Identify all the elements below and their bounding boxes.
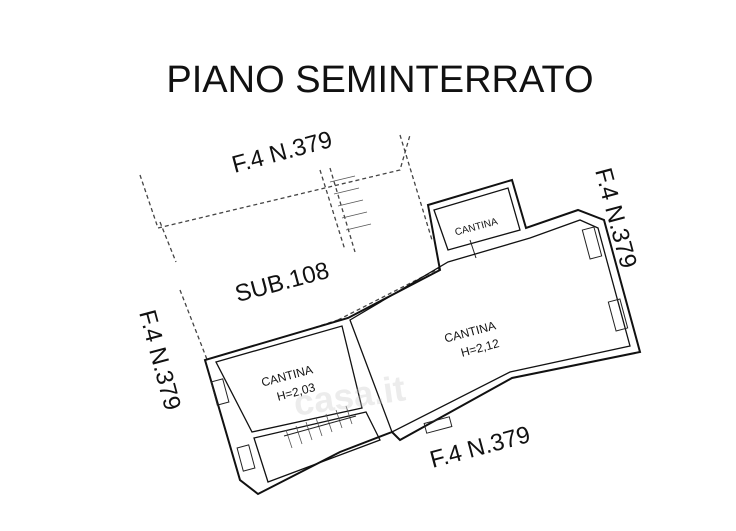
- plan-title: PIANO SEMINTERRATO: [166, 59, 593, 101]
- inner-partitions: [215, 187, 631, 483]
- stair-hatch-lower: [283, 405, 357, 449]
- sub-label: SUB.108: [232, 257, 332, 308]
- building-walls: [203, 178, 642, 496]
- parcel-label-left: F.4 N.379: [133, 307, 186, 413]
- stair-hatch-upper: [329, 175, 372, 231]
- parcel-label-top: F.4 N.379: [229, 126, 335, 179]
- window-markers: [210, 226, 629, 472]
